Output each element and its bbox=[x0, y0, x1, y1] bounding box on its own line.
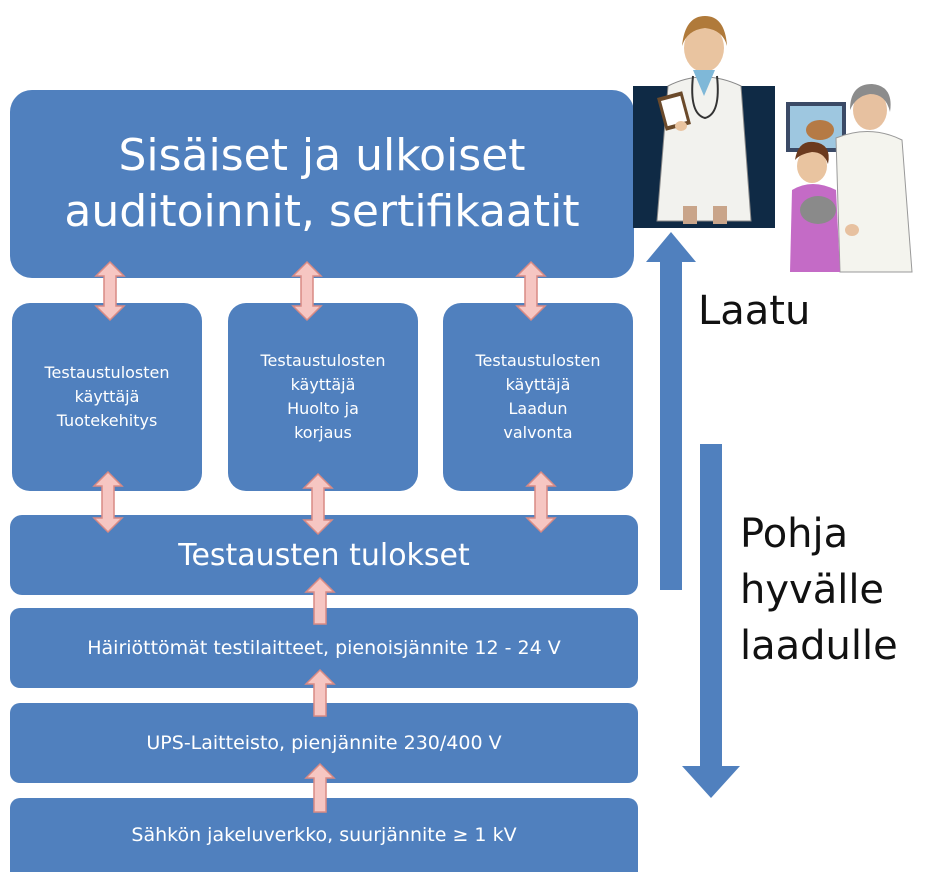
foundation-label-line: hyvälle bbox=[740, 567, 885, 613]
up-arrow-connector bbox=[304, 762, 336, 813]
band-label: Häiriöttömät testilaitteet, pienoisjänni… bbox=[87, 637, 561, 659]
user-box-maintenance: Testaustulosten käyttäjä Huolto ja korja… bbox=[228, 303, 418, 491]
double-arrow-connector bbox=[92, 470, 124, 534]
user-box-line: Tuotekehitys bbox=[56, 411, 158, 430]
audits-certificates-box: Sisäiset ja ulkoiset auditoinnit, sertif… bbox=[10, 90, 634, 278]
user-box-line: Testaustulosten bbox=[475, 351, 601, 370]
user-box-line: käyttäjä bbox=[74, 387, 140, 406]
up-arrow-connector bbox=[304, 668, 336, 717]
double-arrow-connector bbox=[515, 260, 547, 322]
audits-line-1: Sisäiset ja ulkoiset bbox=[118, 130, 526, 181]
user-box-line: Testaustulosten bbox=[44, 363, 170, 382]
double-arrow-connector bbox=[302, 472, 334, 536]
user-box-quality-control: Testaustulosten käyttäjä Laadun valvonta bbox=[443, 303, 633, 491]
foundation-label-line: Pohja bbox=[740, 511, 849, 557]
band-distribution-network: Sähkön jakeluverkko, suurjännite ≥ 1 kV bbox=[10, 798, 638, 872]
quality-label: Laatu bbox=[698, 288, 811, 334]
up-arrow-connector bbox=[304, 576, 336, 625]
band-label: Sähkön jakeluverkko, suurjännite ≥ 1 kV bbox=[131, 824, 517, 846]
user-box-line: valvonta bbox=[503, 423, 573, 442]
user-box-line: korjaus bbox=[294, 423, 352, 442]
foundation-label: Pohja hyvälle laadulle bbox=[740, 506, 898, 674]
double-arrow-connector bbox=[291, 260, 323, 322]
user-box-product-development: Testaustulosten käyttäjä Tuotekehitys bbox=[12, 303, 202, 491]
doctor-illustration bbox=[633, 16, 775, 228]
double-arrow-connector bbox=[525, 470, 557, 534]
quality-up-arrow bbox=[646, 232, 696, 590]
user-box-line: Laadun bbox=[508, 399, 568, 418]
vet-with-child-illustration bbox=[786, 84, 913, 273]
foundation-label-line: laadulle bbox=[740, 623, 898, 669]
user-box-line: käyttäjä bbox=[505, 375, 571, 394]
user-box-line: käyttäjä bbox=[290, 375, 356, 394]
test-results-label: Testausten tulokset bbox=[178, 537, 470, 573]
user-box-line: Testaustulosten bbox=[260, 351, 386, 370]
double-arrow-connector bbox=[94, 260, 126, 322]
user-box-line: Huolto ja bbox=[287, 399, 359, 418]
audits-line-2: auditoinnit, sertifikaatit bbox=[64, 186, 580, 237]
band-label: UPS-Laitteisto, pienjännite 230/400 V bbox=[146, 732, 502, 754]
foundation-down-arrow bbox=[682, 444, 740, 798]
